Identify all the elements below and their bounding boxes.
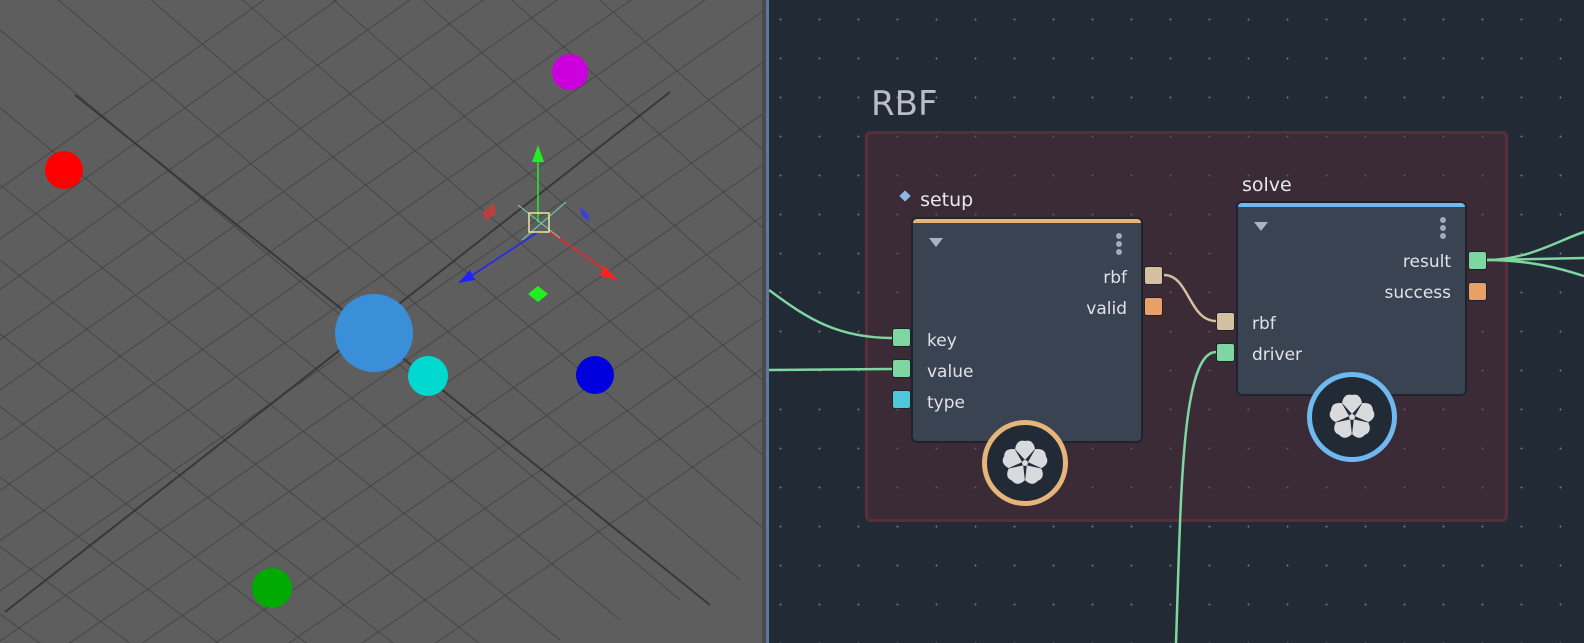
flower-icon xyxy=(1002,440,1048,484)
port-solve-in-driver[interactable] xyxy=(1216,343,1235,362)
node-graph-editor[interactable]: RBF setup rbf valid key value type xyxy=(769,0,1584,643)
collapse-triangle-icon[interactable] xyxy=(929,238,943,247)
setup-node[interactable]: rbf valid key value type xyxy=(911,217,1143,443)
output-label-success: success xyxy=(1384,283,1452,303)
wires-layer xyxy=(769,230,1584,643)
wire-result-1 xyxy=(1485,230,1584,262)
red-sphere[interactable] xyxy=(45,151,83,189)
port-setup-in-type[interactable] xyxy=(892,390,911,409)
collapse-triangle-icon[interactable] xyxy=(1254,222,1268,231)
node-label-solve: solve xyxy=(1242,174,1292,196)
panel-splitter[interactable] xyxy=(766,0,769,643)
port-setup-out-rbf[interactable] xyxy=(1144,266,1163,285)
input-label-key: key xyxy=(927,331,957,351)
light-blue-sphere[interactable] xyxy=(335,294,413,372)
wire-rbf xyxy=(1163,273,1217,323)
input-label-value: value xyxy=(927,362,974,382)
3d-viewport[interactable] xyxy=(0,0,766,643)
output-label-valid: valid xyxy=(1086,299,1127,319)
more-options-icon[interactable] xyxy=(1440,217,1446,241)
node-label-setup: setup xyxy=(920,189,974,211)
flower-icon xyxy=(1329,394,1375,438)
setup-node-badge xyxy=(982,420,1068,506)
input-label-driver: driver xyxy=(1252,345,1303,365)
wire-value xyxy=(769,367,894,372)
input-label-type: type xyxy=(927,393,965,413)
blue-sphere[interactable] xyxy=(576,356,614,394)
node-header-solve xyxy=(1238,203,1465,207)
port-setup-out-valid[interactable] xyxy=(1144,297,1163,316)
cyan-sphere[interactable] xyxy=(408,356,448,396)
node-header-setup xyxy=(913,219,1141,223)
solve-node[interactable]: result success rbf driver xyxy=(1236,201,1467,396)
wire-driver xyxy=(1174,350,1217,643)
solve-node-badge xyxy=(1307,372,1397,462)
port-solve-out-result[interactable] xyxy=(1468,251,1487,270)
panel-divider-shadow xyxy=(762,0,766,643)
green-sphere[interactable] xyxy=(252,568,292,608)
transform-manipulator xyxy=(458,145,618,302)
wire-result-3 xyxy=(1485,258,1584,278)
magenta-sphere[interactable] xyxy=(552,54,588,90)
output-label-result: result xyxy=(1402,252,1451,272)
input-label-rbf: rbf xyxy=(1252,314,1276,334)
output-label-rbf: rbf xyxy=(1103,268,1127,288)
setup-node-title: setup xyxy=(899,189,974,211)
diamond-icon xyxy=(899,190,911,202)
wire-key xyxy=(769,288,894,340)
more-options-icon[interactable] xyxy=(1116,233,1122,257)
group-title: RBF xyxy=(871,84,938,124)
port-setup-in-key[interactable] xyxy=(892,328,911,347)
port-solve-in-rbf[interactable] xyxy=(1216,312,1235,331)
port-solve-out-success[interactable] xyxy=(1468,282,1487,301)
port-setup-in-value[interactable] xyxy=(892,359,911,378)
